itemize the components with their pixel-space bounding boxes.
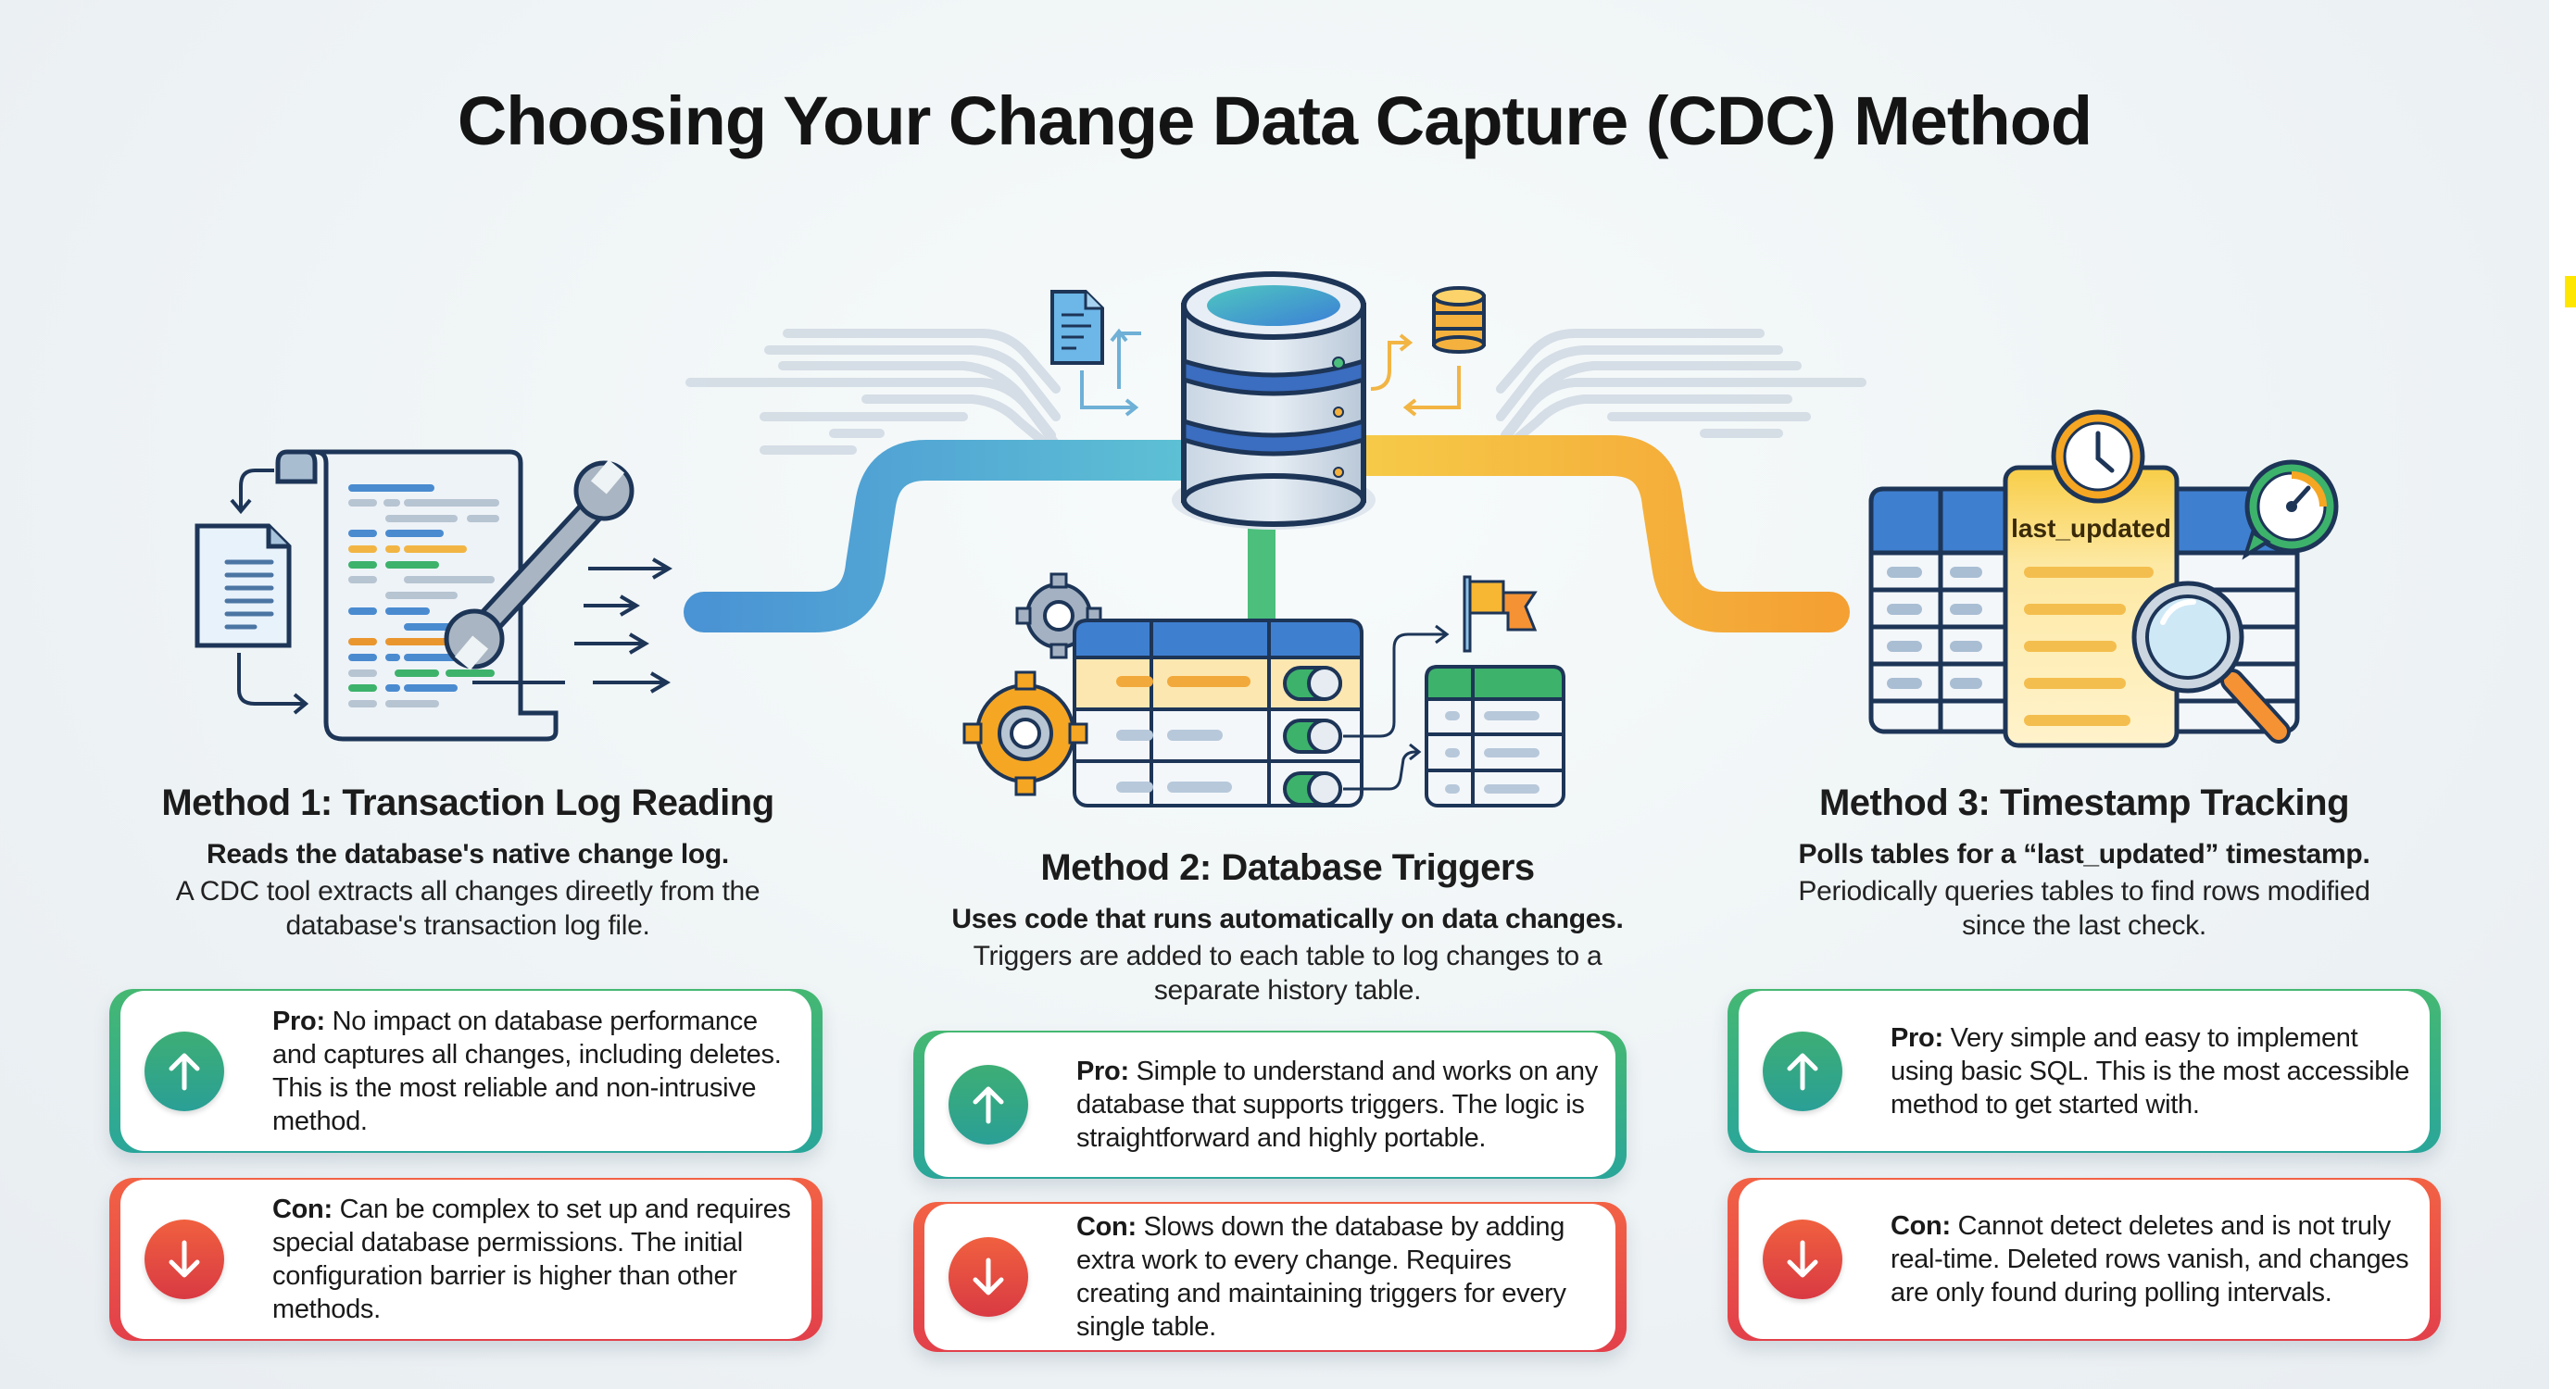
pro-label: Pro: xyxy=(272,1006,325,1036)
pro-label: Pro: xyxy=(1076,1057,1129,1086)
arrow-up-icon xyxy=(145,1031,224,1111)
blue-connector-pipe xyxy=(684,440,1225,632)
arrow-icons-left xyxy=(1080,328,1141,417)
trigger-arrows xyxy=(1343,624,1450,791)
method-3-con-card: Con: Cannot detect deletes and is not tr… xyxy=(1728,1178,2441,1341)
flag-icon xyxy=(1463,575,1538,653)
gauge-icon xyxy=(2242,459,2339,560)
method-3-description: Periodically queries tables to find rows… xyxy=(1798,876,2370,941)
con-body: Can be complex to set up and requires sp… xyxy=(272,1195,791,1324)
data-stream-lines-left xyxy=(685,329,1061,455)
pro-body: No impact on database performance and ca… xyxy=(272,1006,782,1136)
database-icon xyxy=(1172,271,1376,530)
method-2-description: Triggers are added to each table to log … xyxy=(973,941,1602,1006)
method-1-pro-text: Pro: No impact on database performance a… xyxy=(272,1005,804,1138)
method-3-title: Method 3: Timestamp Tracking xyxy=(1818,782,2350,823)
method-1-summary: Reads the database's native change log. xyxy=(207,839,729,870)
method-3-summary: Polls tables for a “last_updated” timest… xyxy=(1798,839,2370,870)
method-2-con-card: Con: Slows down the database by adding e… xyxy=(913,1202,1627,1352)
arrow-down-icon xyxy=(145,1220,224,1299)
clock-icon xyxy=(2051,409,2145,504)
toggle-icons xyxy=(1283,666,1342,807)
method-2-pro-text: Pro: Simple to understand and works on a… xyxy=(1076,1055,1608,1155)
arrow-down-icon xyxy=(949,1237,1028,1317)
con-label: Con: xyxy=(272,1195,333,1224)
log-scroll-icon xyxy=(275,449,559,742)
arrow-icons-right xyxy=(1370,333,1461,417)
method-1-con-text: Con: Can be complex to set up and requir… xyxy=(272,1193,804,1326)
con-body: Slows down the database by adding extra … xyxy=(1076,1212,1566,1342)
method-3-pro-card: Pro: Very simple and easy to implement u… xyxy=(1728,989,2441,1153)
pro-body: Very simple and easy to implement using … xyxy=(1891,1022,2410,1120)
con-label: Con: xyxy=(1891,1211,1951,1241)
gear-icon-gray xyxy=(1015,572,1102,659)
method-1-con-card: Con: Can be complex to set up and requir… xyxy=(109,1178,823,1341)
method-3-header: Method 3: Timestamp Tracking Polls table… xyxy=(1765,782,2404,943)
document-icon xyxy=(1050,290,1104,365)
arrow-down-icon xyxy=(1763,1220,1842,1299)
coin-stack-icon xyxy=(1432,286,1486,354)
orange-connector-pipe xyxy=(1313,435,1850,632)
edge-marker xyxy=(2565,276,2576,307)
last-updated-column-label: last_updated xyxy=(2011,514,2171,543)
method-1-header: Method 1: Transaction Log Reading Reads … xyxy=(139,782,797,943)
history-table-icon xyxy=(1425,665,1565,807)
small-document-icon xyxy=(195,523,292,648)
magnifier-icon xyxy=(2131,581,2291,744)
method-2-summary: Uses code that runs automatically on dat… xyxy=(951,904,1624,934)
wrench-icon xyxy=(444,459,635,670)
arrows-out-icon xyxy=(472,557,672,694)
arrow-up-icon xyxy=(949,1065,1028,1145)
method-3-pro-text: Pro: Very simple and easy to implement u… xyxy=(1891,1021,2422,1121)
con-body: Cannot detect deletes and is not truly r… xyxy=(1891,1211,2409,1308)
method-2-title: Method 2: Database Triggers xyxy=(1040,847,1535,888)
method-2-pro-card: Pro: Simple to understand and works on a… xyxy=(913,1031,1627,1179)
con-label: Con: xyxy=(1076,1212,1137,1242)
gear-icon-orange xyxy=(962,670,1088,796)
cycle-arrows-icon xyxy=(230,469,309,715)
method-2-con-text: Con: Slows down the database by adding e… xyxy=(1076,1210,1608,1344)
method-3-con-text: Con: Cannot detect deletes and is not tr… xyxy=(1891,1209,2422,1309)
pro-body: Simple to understand and works on any da… xyxy=(1076,1057,1598,1153)
method-1-title: Method 1: Transaction Log Reading xyxy=(161,782,774,823)
method-2-header: Method 2: Database Triggers Uses code th… xyxy=(926,847,1649,1007)
pro-label: Pro: xyxy=(1891,1022,1943,1053)
trigger-table-icon xyxy=(1073,619,1363,807)
arrow-up-icon xyxy=(1763,1031,1842,1111)
data-stream-lines-right xyxy=(1496,329,1866,449)
method-1-pro-card: Pro: No impact on database performance a… xyxy=(109,989,823,1153)
page-title: Choosing Your Change Data Capture (CDC) … xyxy=(457,82,2092,159)
method-1-description: A CDC tool extracts all changes direetly… xyxy=(175,876,760,941)
